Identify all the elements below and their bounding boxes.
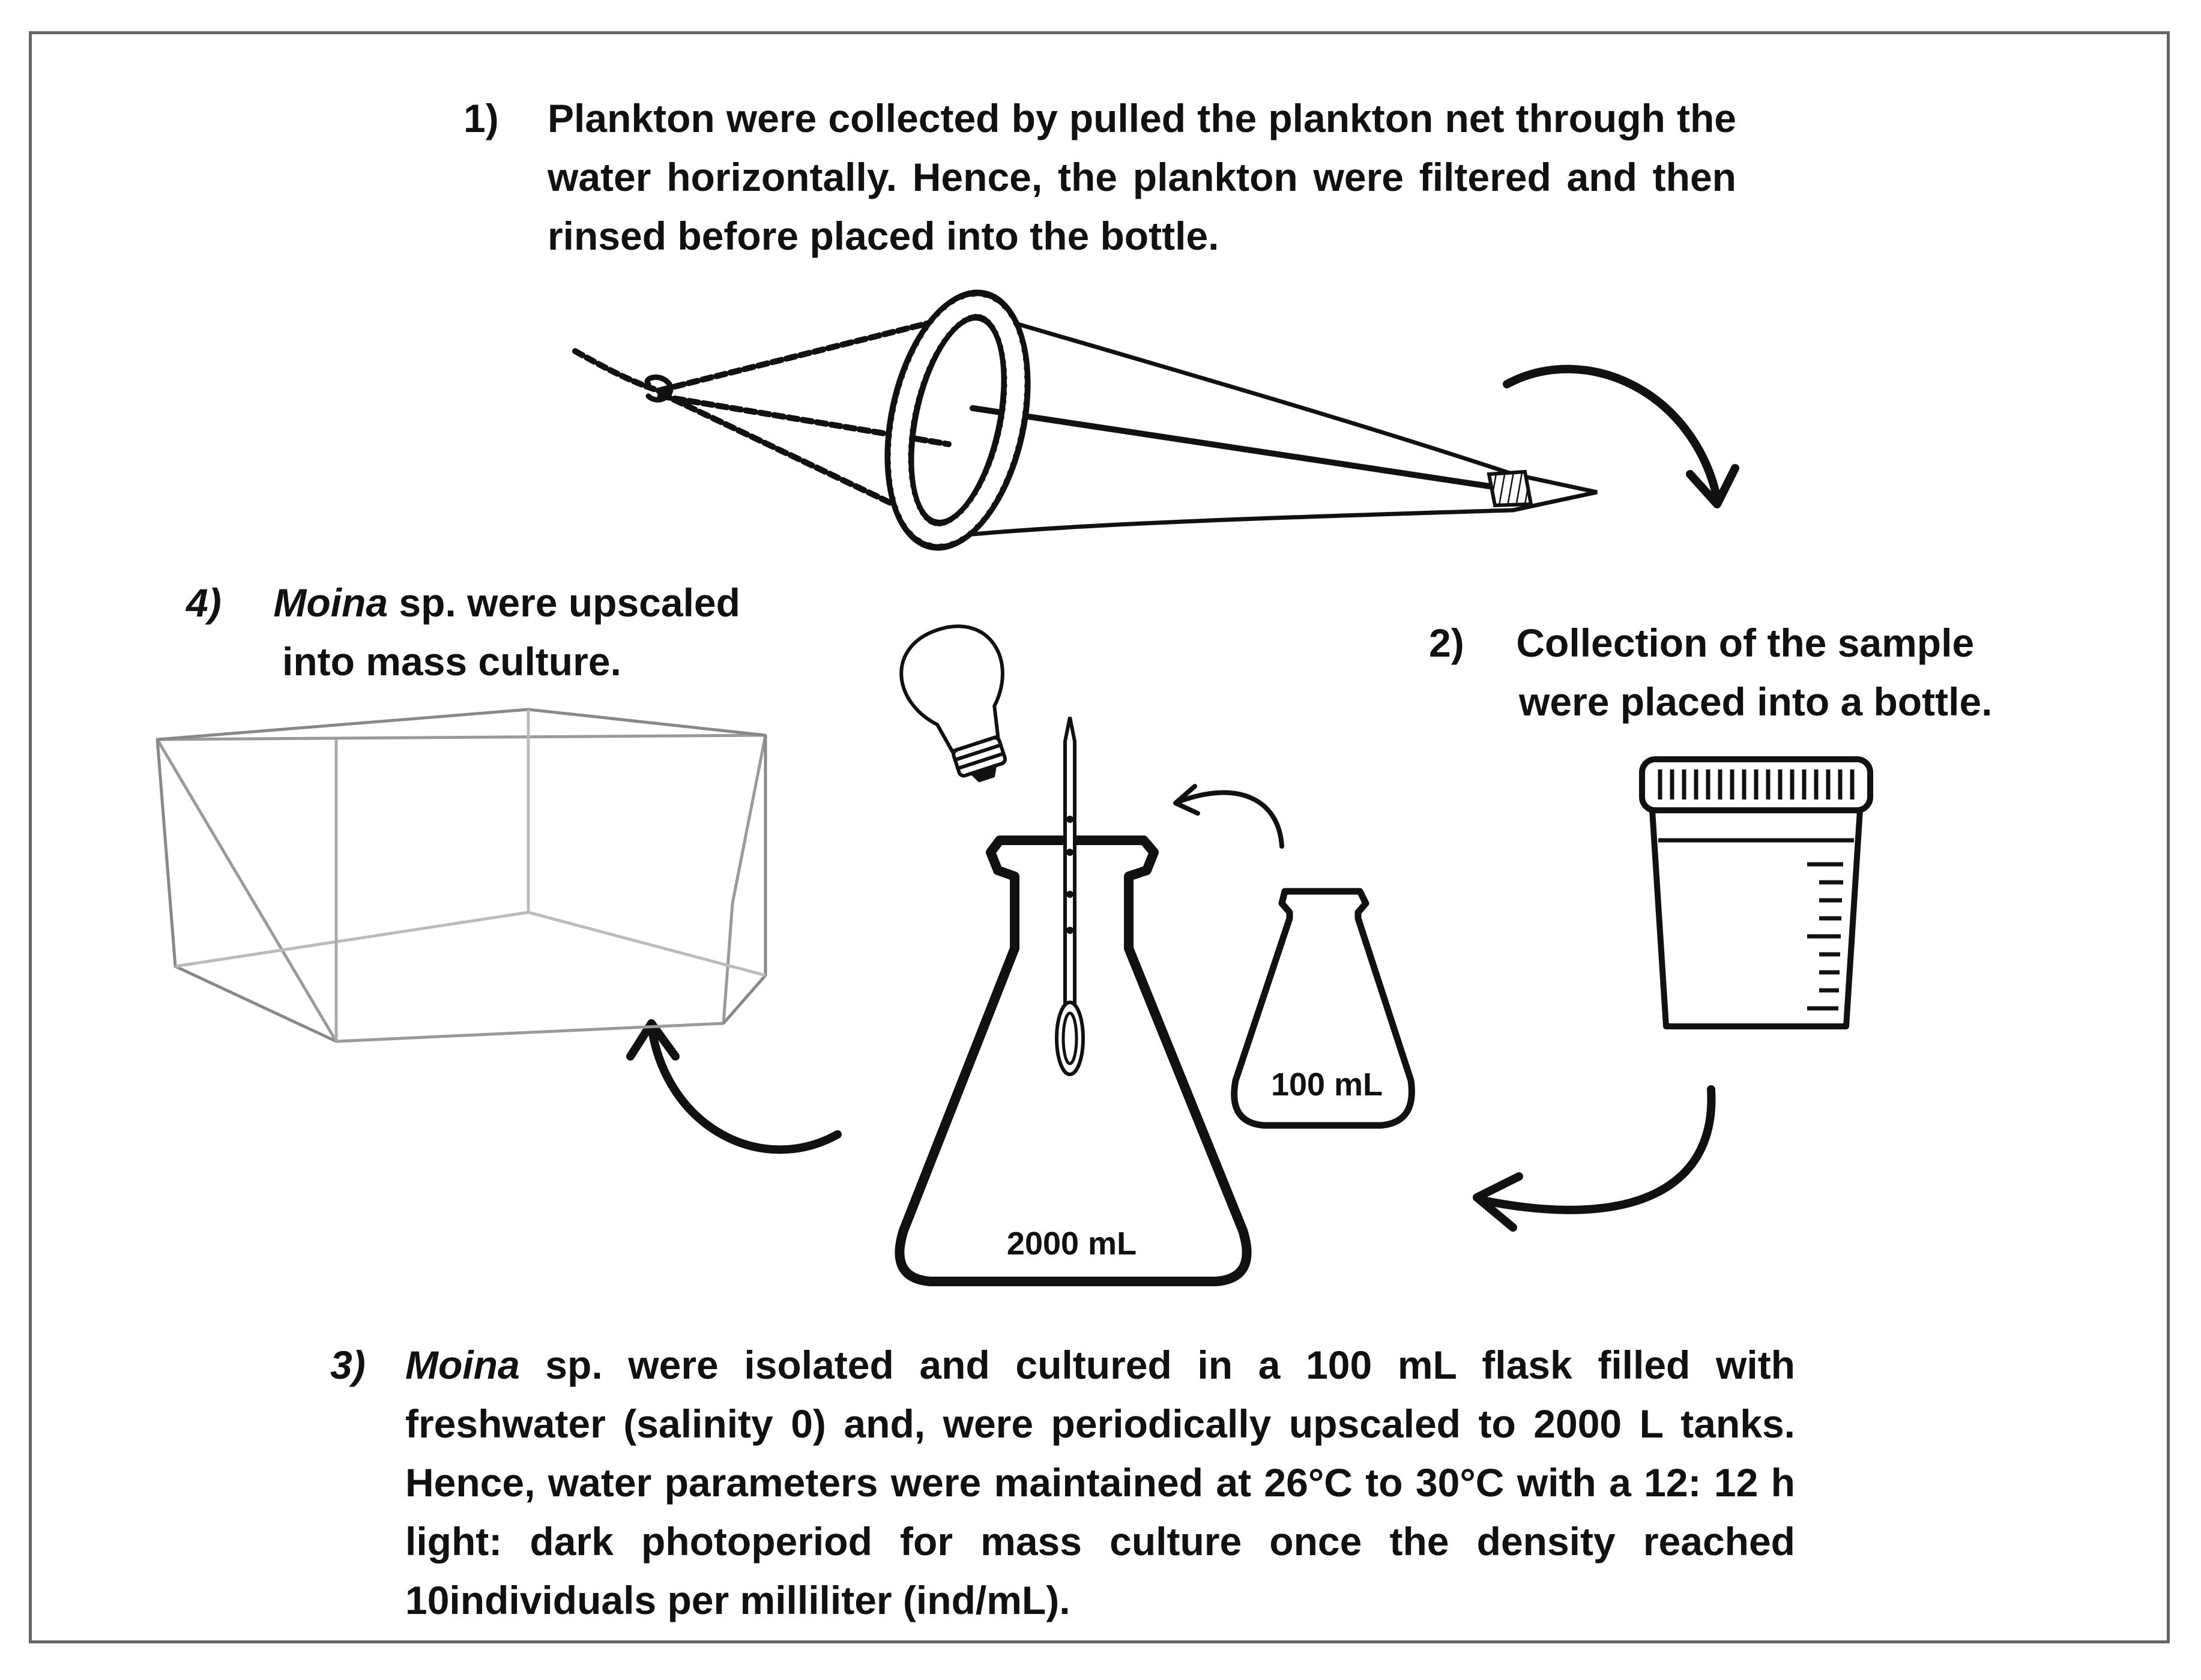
step-1-text: 1) Plankton were collected by pulled the…	[463, 89, 1736, 265]
plankton-net-icon	[572, 289, 1598, 551]
curved-arrow-icon	[1173, 784, 1284, 849]
step-2-line-1: 2) Collection of the sample	[1429, 613, 2089, 672]
step-1-number: 1)	[463, 96, 499, 140]
step-4-text: 4) Moina sp. were upscaled into mass cul…	[186, 573, 847, 691]
step-4-line-1: 4) Moina sp. were upscaled	[186, 573, 847, 632]
large-flask-label: 2000 mL	[1007, 1226, 1137, 1262]
small-flask-label: 100 mL	[1271, 1067, 1383, 1103]
step-3-text: 3) Moina sp. were isolated and cultured …	[330, 1335, 1795, 1630]
step-2-text: 2) Collection of the sample were placed …	[1429, 613, 2089, 731]
step-2-number: 2)	[1429, 621, 1464, 665]
step-3-number: 3)	[330, 1343, 366, 1387]
step-3-species: Moina	[405, 1343, 520, 1387]
step-3-text-body: sp. were isolated and cultured in a 100 …	[405, 1343, 1795, 1622]
light-bulb-icon	[899, 624, 1007, 783]
step-4-species: Moina	[273, 580, 388, 625]
diagram-frame	[29, 31, 2170, 1643]
step-2-line-1-text: Collection of the sample	[1516, 621, 1975, 665]
curved-arrow-icon	[626, 1019, 842, 1154]
small-flask-icon	[1231, 888, 1415, 1129]
sample-bottle-icon	[1639, 756, 1873, 1029]
curved-arrow-icon	[1473, 1085, 1716, 1232]
step-3-body: Moina sp. were isolated and cultured in …	[405, 1335, 1795, 1630]
step-4-number: 4)	[186, 580, 222, 625]
step-4-line-2: into mass culture.	[282, 639, 621, 684]
thermometer-icon	[1055, 717, 1085, 1076]
curved-arrow-icon	[1503, 364, 1739, 508]
step-2-line-2: were placed into a bottle.	[1519, 679, 1993, 724]
glass-tank-icon	[155, 708, 767, 1043]
step-1-body: Plankton were collected by pulled the pl…	[548, 96, 1736, 258]
step-4-line-1-text: sp. were upscaled	[388, 580, 740, 625]
